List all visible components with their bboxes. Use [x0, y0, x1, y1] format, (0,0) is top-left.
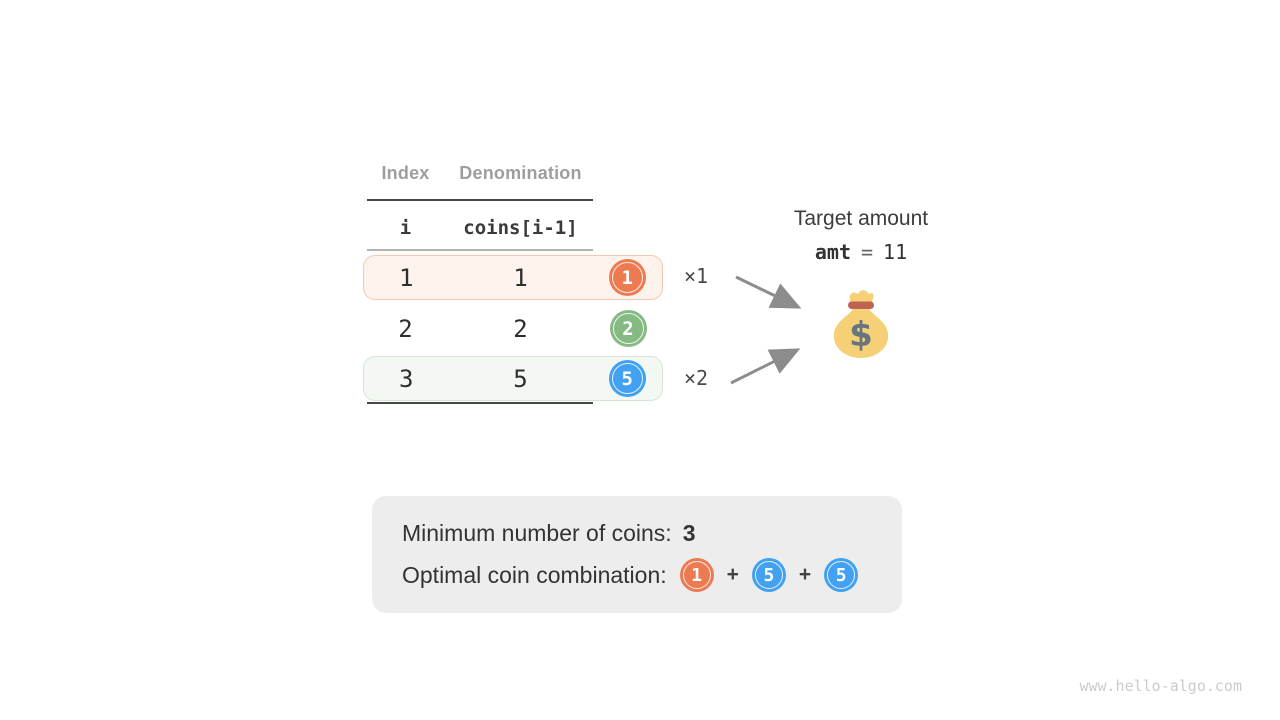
- code-header-i: i: [399, 217, 412, 239]
- multiplier-x2: ×2: [684, 366, 709, 390]
- min-coins-label: Minimum number of coins:: [402, 519, 672, 546]
- row3-denomination: 5: [513, 364, 528, 393]
- table-row: 2 2 2: [363, 306, 663, 351]
- dollar-sign: $: [849, 315, 873, 355]
- coin-5-icon: 5: [824, 558, 859, 592]
- column-header-denomination: Denomination: [459, 162, 582, 183]
- target-amount-label: Target amount: [793, 207, 929, 230]
- plus-sign: +: [798, 563, 812, 586]
- target-amount-block: Target amount amt = 11: [761, 207, 961, 264]
- target-amount-formula: amt = 11: [761, 240, 961, 264]
- money-bag-icon: $: [833, 290, 889, 358]
- equals-sign: =: [860, 240, 874, 264]
- coin-5-icon: 5: [608, 360, 646, 397]
- row2-denomination: 2: [513, 314, 528, 343]
- arrow-icon: [735, 275, 802, 309]
- min-coins-value: 3: [682, 519, 696, 546]
- row2-index: 2: [398, 314, 413, 343]
- watermark: www.hello-algo.com: [1079, 677, 1242, 695]
- code-header-coins: coins[i-1]: [463, 217, 578, 239]
- amt-variable: amt: [814, 240, 851, 264]
- plus-sign: +: [726, 563, 739, 586]
- coin-1-icon: 1: [608, 259, 646, 296]
- table-code-header-row: i coins[i-1]: [363, 212, 663, 244]
- table-row: 3 5 5: [363, 356, 663, 401]
- combination-line: Optimal coin combination: 1 + 5 + 5: [402, 555, 859, 595]
- table-subheader-divider: [367, 249, 593, 251]
- table-header-divider: [367, 199, 593, 201]
- row1-index: 1: [398, 263, 414, 292]
- result-box: Minimum number of coins: 3 Optimal coin …: [372, 496, 902, 613]
- coin-2-icon: 2: [609, 310, 647, 347]
- row3-index: 3: [398, 364, 414, 393]
- amt-value: 11: [883, 240, 908, 264]
- column-header-index: Index: [381, 162, 430, 183]
- combination-label: Optimal coin combination:: [402, 561, 667, 588]
- table-row: 1 1 1: [363, 255, 663, 300]
- min-coins-line: Minimum number of coins: 3: [402, 513, 696, 553]
- row1-denomination: 1: [513, 263, 528, 292]
- multiplier-x1: ×1: [684, 264, 709, 288]
- table-bottom-divider: [367, 402, 593, 404]
- coin-5-icon: 5: [751, 558, 786, 592]
- table-header-row: Index Denomination: [363, 160, 663, 186]
- coin-1-icon: 1: [679, 558, 714, 592]
- arrow-icon: [730, 348, 801, 385]
